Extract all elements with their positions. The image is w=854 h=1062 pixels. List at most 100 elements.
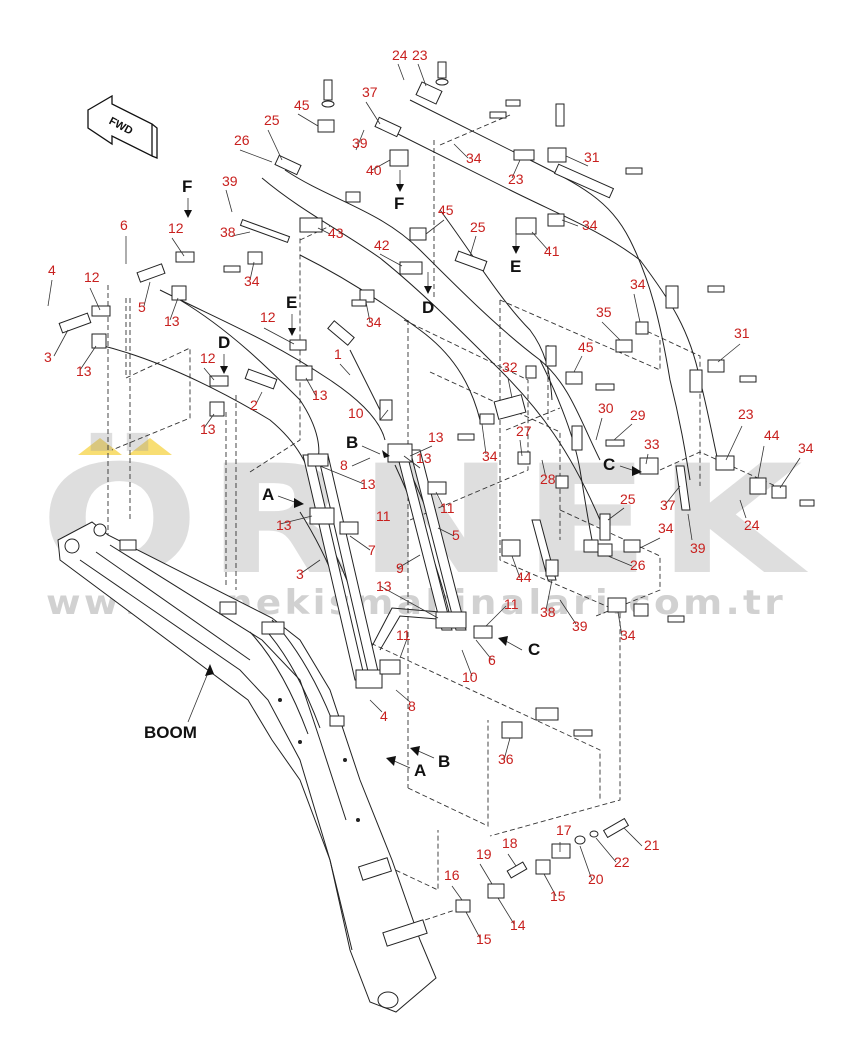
callout-c42: 42	[374, 237, 390, 253]
callout-c13b: 13	[76, 363, 92, 379]
callout-c36: 36	[498, 751, 514, 767]
callout-c34f: 34	[798, 440, 814, 456]
callout-c24a: 24	[392, 47, 408, 63]
section-letter-lD2: D	[218, 333, 230, 352]
callout-c13g: 13	[360, 476, 376, 492]
callout-c23c: 23	[738, 406, 754, 422]
callout-leaders	[47, 63, 801, 939]
watermark-accent-left	[78, 438, 122, 455]
callout-c21: 21	[644, 837, 660, 853]
callout-c45c: 45	[578, 339, 594, 355]
callout-c33: 33	[644, 436, 660, 452]
callout-c18: 18	[502, 835, 518, 851]
callout-c23b: 23	[508, 171, 524, 187]
callout-c40: 40	[366, 162, 382, 178]
section-letter-lC2: C	[528, 640, 540, 659]
callout-c3b: 3	[296, 566, 304, 582]
callout-c19: 19	[476, 846, 492, 862]
boom-label: BOOM	[144, 723, 197, 742]
callout-c41: 41	[544, 243, 560, 259]
steel-pipes	[302, 449, 691, 681]
callout-c15b: 15	[476, 931, 492, 947]
callout-c24b: 24	[744, 517, 760, 533]
callout-c43: 43	[328, 225, 344, 241]
callout-c28: 28	[540, 471, 556, 487]
forward-direction-arrow: FWD	[87, 94, 158, 159]
section-letter-lB2: B	[438, 752, 450, 771]
callout-c17: 17	[556, 822, 572, 838]
callout-c37b: 37	[660, 497, 676, 513]
callout-c11b: 11	[376, 508, 391, 524]
callout-c20: 20	[588, 871, 604, 887]
callout-c10a: 10	[348, 405, 364, 421]
boom-foot-pin	[64, 538, 80, 554]
callout-c13a: 13	[164, 313, 180, 329]
callout-c26b: 26	[630, 557, 646, 573]
callout-c45b: 45	[438, 202, 454, 218]
section-markers	[184, 170, 642, 769]
callout-c34b: 34	[582, 217, 598, 233]
section-letter-lB1: B	[346, 433, 358, 452]
callout-c10b: 10	[462, 669, 478, 685]
callout-c12a: 12	[168, 220, 184, 236]
callout-c4a: 4	[48, 262, 56, 278]
callout-c39d: 39	[572, 618, 588, 634]
callout-c39c: 39	[690, 540, 706, 556]
callout-c7: 7	[368, 542, 376, 558]
callout-c34h: 34	[658, 520, 674, 536]
callout-c29: 29	[630, 407, 646, 423]
callout-c38a: 38	[220, 224, 236, 240]
section-letter-lC1: C	[603, 455, 615, 474]
callout-c13i: 13	[376, 578, 392, 594]
callout-c13d: 13	[200, 421, 216, 437]
boom-structure: BOOM	[57, 521, 437, 1013]
callout-c44a: 44	[764, 427, 780, 443]
callout-c34e: 34	[630, 276, 646, 292]
callout-c13e: 13	[428, 429, 444, 445]
callout-c34a: 34	[466, 150, 482, 166]
callout-c25b: 25	[470, 219, 486, 235]
callout-c30: 30	[598, 400, 614, 416]
boom-body	[57, 521, 437, 1013]
callout-c12b: 12	[84, 269, 100, 285]
callout-c25a: 25	[264, 112, 280, 128]
callout-c1: 1	[334, 346, 342, 362]
callout-c26: 26	[234, 132, 250, 148]
callout-c34d: 34	[366, 314, 382, 330]
watermark-accent-right	[128, 438, 172, 455]
section-letter-lF2: F	[394, 194, 404, 213]
callout-c14: 14	[510, 917, 526, 933]
callout-c32: 32	[502, 359, 518, 375]
callout-c44b: 44	[516, 569, 532, 585]
callout-c38b: 38	[540, 604, 556, 620]
boom-tip-pin	[377, 991, 399, 1009]
callout-c11c: 11	[504, 596, 519, 612]
section-letter-lD1: D	[422, 298, 434, 317]
boom-foot-pin-2	[93, 523, 107, 537]
callout-c8a: 8	[340, 457, 348, 473]
callout-c27: 27	[516, 423, 532, 439]
section-letter-lE2: E	[286, 293, 297, 312]
callout-c3a: 3	[44, 349, 52, 365]
callout-c13h: 13	[276, 517, 292, 533]
callout-c12c: 12	[260, 309, 276, 325]
callout-c45a: 45	[294, 97, 310, 113]
callout-c4b: 4	[380, 708, 388, 724]
callout-c23a: 23	[412, 47, 428, 63]
callout-c13f: 13	[416, 450, 432, 466]
callout-c6b: 6	[488, 652, 496, 668]
callout-c8b: 8	[408, 698, 416, 714]
callout-c31b: 31	[734, 325, 750, 341]
callout-c34c: 34	[244, 273, 260, 289]
callout-c35: 35	[596, 304, 612, 320]
callout-c15a: 15	[550, 888, 566, 904]
callout-c37a: 37	[362, 84, 378, 100]
callout-c9: 9	[396, 560, 404, 576]
callout-c12d: 12	[200, 350, 216, 366]
callout-c22: 22	[614, 854, 630, 870]
callout-c39b: 39	[222, 173, 238, 189]
